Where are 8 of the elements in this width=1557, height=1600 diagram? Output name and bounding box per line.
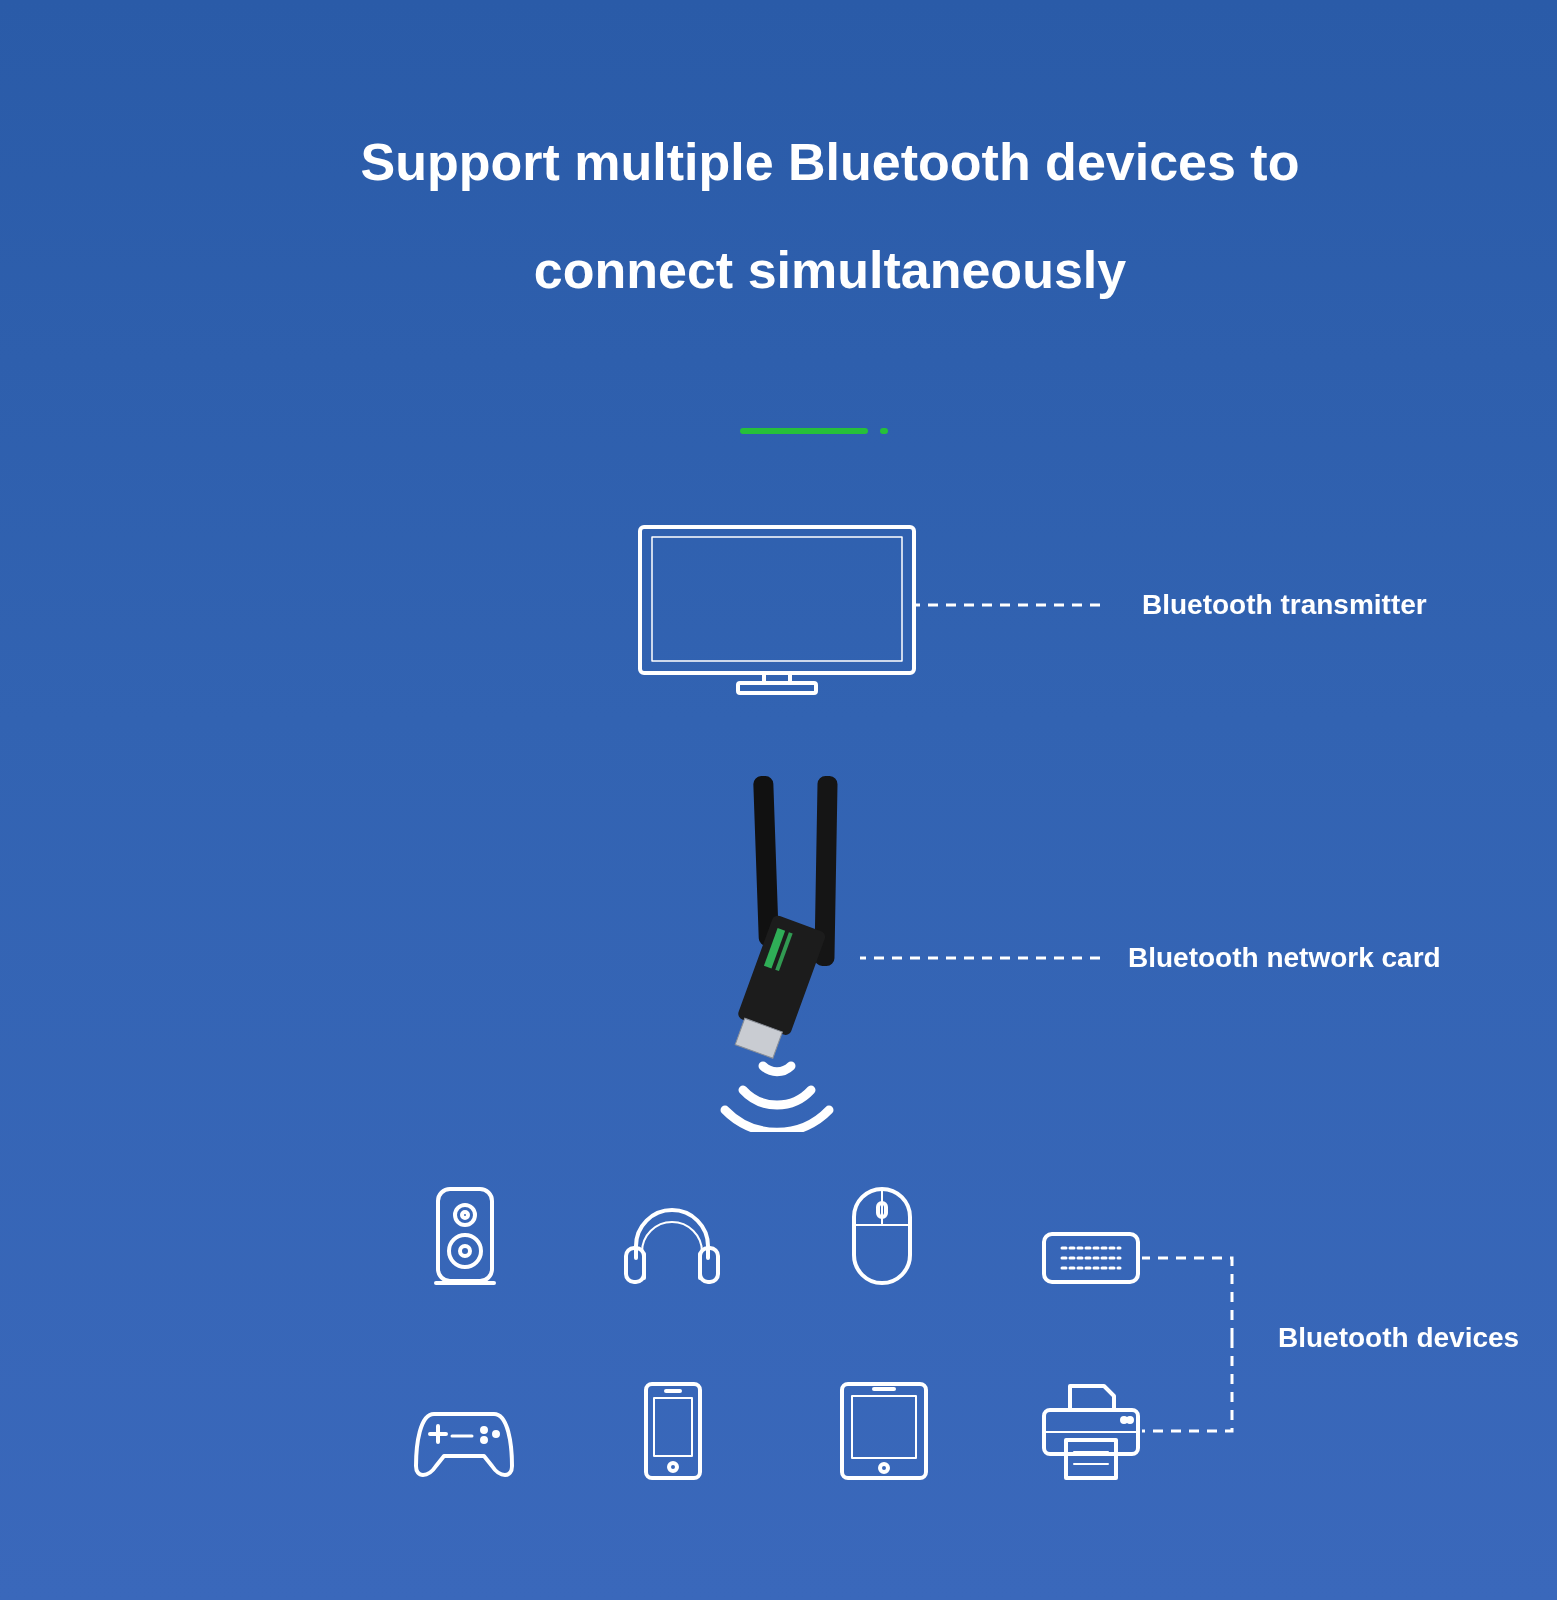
callout-label: Bluetooth devices xyxy=(1232,1313,1552,1363)
leader-line xyxy=(916,603,1100,607)
leader-line xyxy=(1142,1256,1234,1338)
callout-label: Bluetooth network card xyxy=(1100,933,1520,983)
leader-line xyxy=(860,956,1100,960)
leader-line xyxy=(1142,1338,1234,1433)
title: Support multiple Bluetooth devices to connect simultaneously xyxy=(359,132,1301,301)
callout-label: Bluetooth transmitter xyxy=(1100,580,1500,630)
